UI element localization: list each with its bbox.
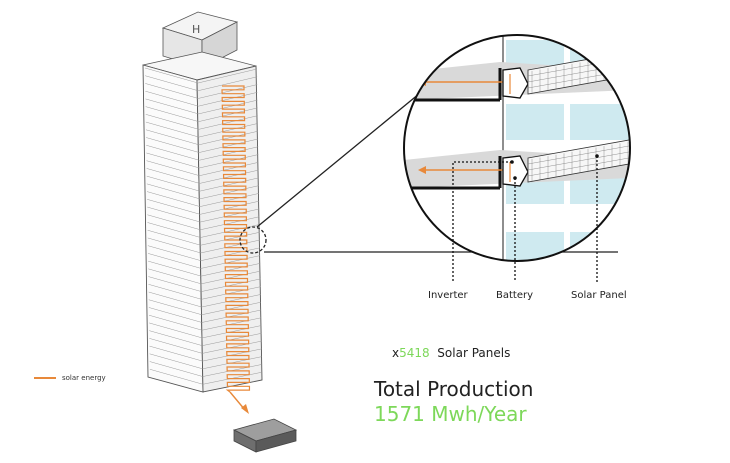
legend: solar energy (34, 374, 106, 382)
total-production-title: Total Production (374, 377, 534, 401)
solar-energy-path (221, 85, 251, 414)
legend-label: solar energy (62, 374, 106, 382)
count-value: 5418 (399, 346, 430, 360)
callout-leaders (452, 156, 598, 282)
svg-text:H: H (192, 23, 200, 36)
battery-label: Battery (496, 290, 534, 301)
inverter-label: Inverter (428, 290, 468, 301)
legend-swatch (34, 377, 56, 379)
storage-box (232, 418, 298, 453)
solar-panel-label: Solar Panel (571, 290, 627, 301)
zoom-marker (239, 226, 267, 254)
count-prefix: x (392, 346, 400, 360)
total-production-value: 1571 Mwh/Year (374, 402, 527, 426)
panel-count: x5418 Solar Panels (392, 346, 510, 360)
detail-circle (403, 34, 631, 262)
count-suffix: Solar Panels (437, 346, 511, 360)
